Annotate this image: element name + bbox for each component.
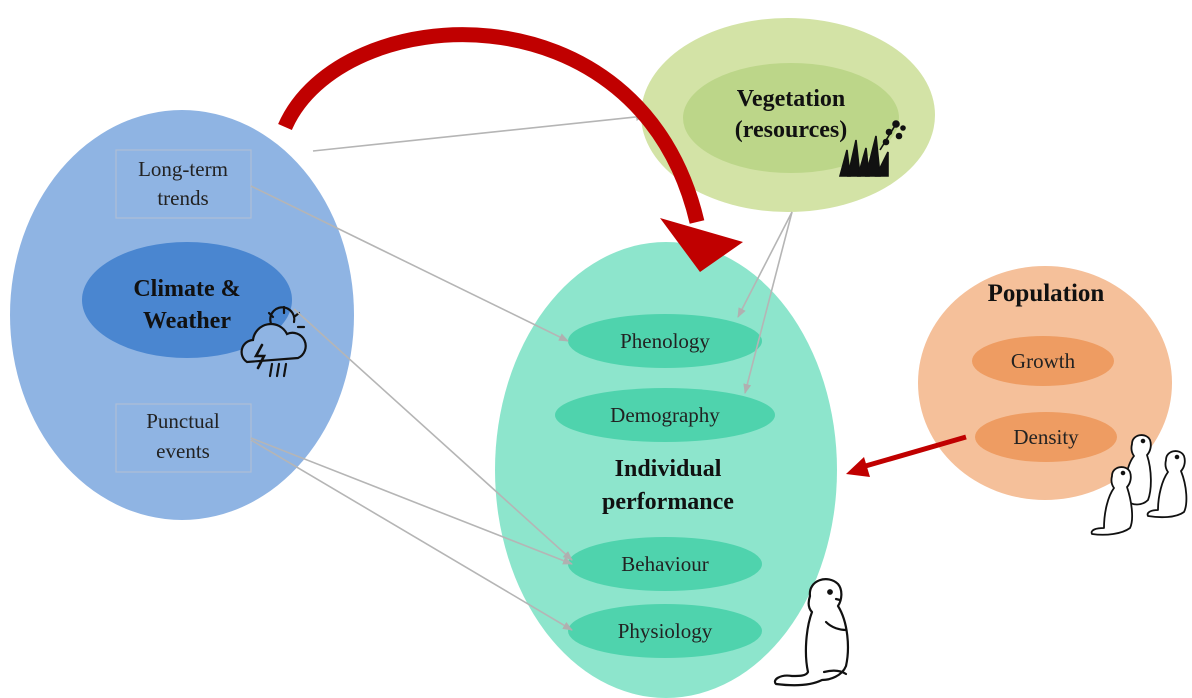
behaviour-label: Behaviour (621, 552, 708, 576)
vegetation-group: Vegetation (resources) (641, 18, 935, 212)
density-ellipse (975, 412, 1117, 462)
arrow-vegetation-to-phenology (737, 211, 793, 318)
influence-arrows (250, 112, 793, 631)
vegetation-title-line1: Vegetation (737, 86, 845, 112)
arrow-trends-to-phenology (250, 185, 569, 342)
marmot-group-icon (1090, 434, 1188, 536)
climate-title-line2: Weather (143, 308, 231, 334)
marmot-icon (773, 578, 849, 687)
long-term-trends-box (115, 149, 252, 219)
phenology-label: Phenology (620, 329, 710, 353)
individual-ellipse (495, 242, 837, 698)
population-group: Population Growth Density (918, 266, 1188, 536)
individual-title-line1: Individual (615, 456, 722, 482)
storm-cloud-sun-icon (240, 305, 307, 378)
strong-arrows (278, 27, 967, 477)
phenology-ellipse (568, 314, 762, 368)
punctual-events-line1: Punctual (146, 409, 220, 433)
arrow-density-to-individual (861, 434, 967, 470)
arrow-climate-to-individual (278, 27, 705, 224)
arrow-vegetation-to-demography (743, 211, 793, 394)
arrow-density-to-individual-head (846, 457, 870, 477)
punctual-events-line2: events (156, 439, 210, 463)
density-label: Density (1013, 425, 1079, 449)
climate-group: Climate & Weather Long-term trends Punct… (10, 110, 354, 520)
long-term-trends-line2: trends (157, 186, 208, 210)
demography-label: Demography (610, 403, 720, 427)
climate-title-ellipse (82, 242, 292, 358)
individual-title-line2: performance (602, 489, 734, 515)
arrow-climate-to-individual-head (660, 218, 743, 272)
demography-ellipse (555, 388, 775, 442)
population-title: Population (988, 280, 1105, 307)
individual-group: Phenology Demography Individual performa… (495, 242, 849, 698)
growth-ellipse (972, 336, 1114, 386)
arrow-events-to-behaviour (250, 437, 573, 565)
long-term-trends-line1: Long-term (138, 157, 228, 181)
physiology-ellipse (568, 604, 762, 658)
arrow-climate-to-vegetation (312, 112, 646, 152)
arrow-events-to-physiology (250, 439, 573, 631)
grass-plant-icon (838, 120, 906, 177)
behaviour-ellipse (568, 537, 762, 591)
vegetation-title-line2: (resources) (735, 117, 847, 143)
arrow-weather-to-behaviour (293, 308, 573, 561)
vegetation-title-ellipse (683, 63, 899, 173)
physiology-label: Physiology (618, 619, 713, 643)
climate-title-line1: Climate & (133, 276, 240, 302)
growth-label: Growth (1011, 349, 1076, 373)
